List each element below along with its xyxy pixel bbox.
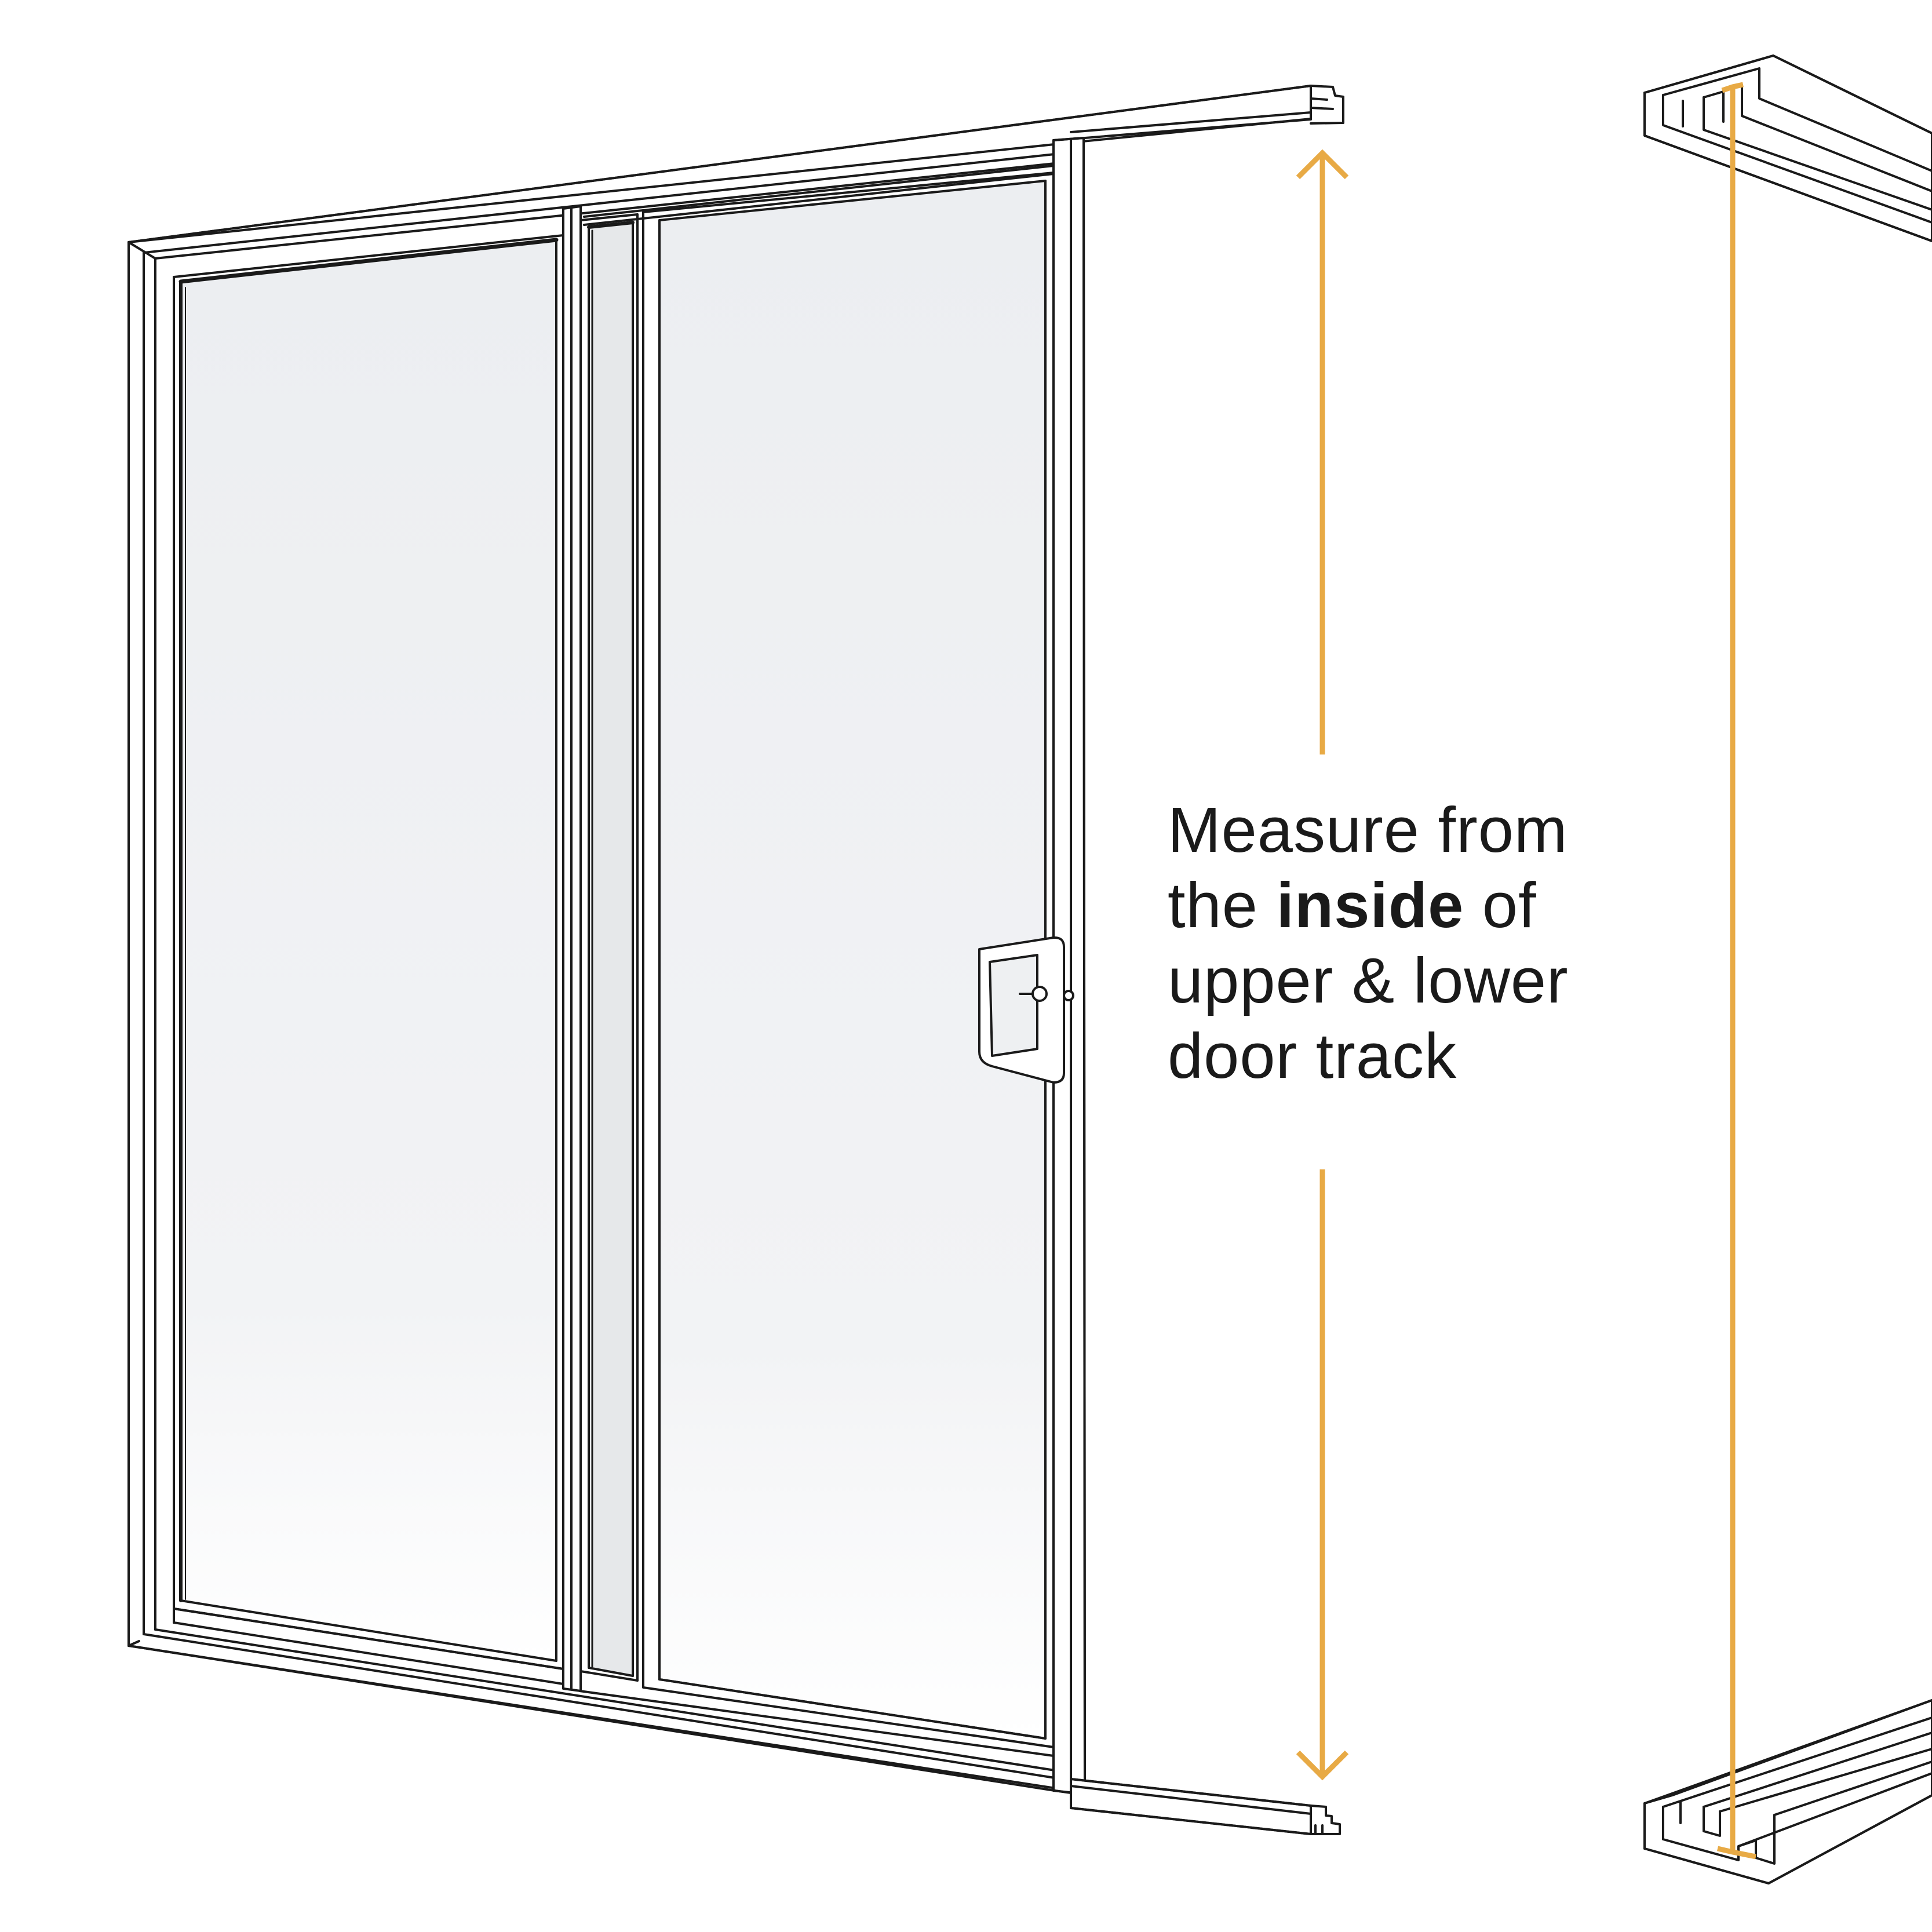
instruction-line-4: door track [1168,1020,1457,1092]
emphasis-inside: inside [1276,870,1464,941]
instruction-text: of [1464,870,1537,941]
instruction-text: the [1168,870,1277,941]
instruction-line-2: the inside of [1168,868,1689,943]
fixed-glass-panel [173,234,564,1685]
lower-track [1054,1778,1341,1835]
down-arrow-icon [1296,1169,1349,1781]
upper-track-cross-section [1643,54,1932,242]
measurement-instruction: Measure from the inside of upper & lower… [1168,793,1689,1094]
right-jamb [1052,137,1086,1795]
up-arrow-icon [1296,149,1349,754]
door-handle-icon [978,936,1074,1084]
cross-section-measure-line [1716,82,1756,1860]
meeting-stiles [562,205,644,1692]
lower-track-cross-section [1643,1699,1932,1884]
instruction-line-1: Measure from [1168,794,1568,866]
instruction-line-3: upper & lower [1168,945,1569,1016]
sliding-glass-panel [578,165,1055,1757]
